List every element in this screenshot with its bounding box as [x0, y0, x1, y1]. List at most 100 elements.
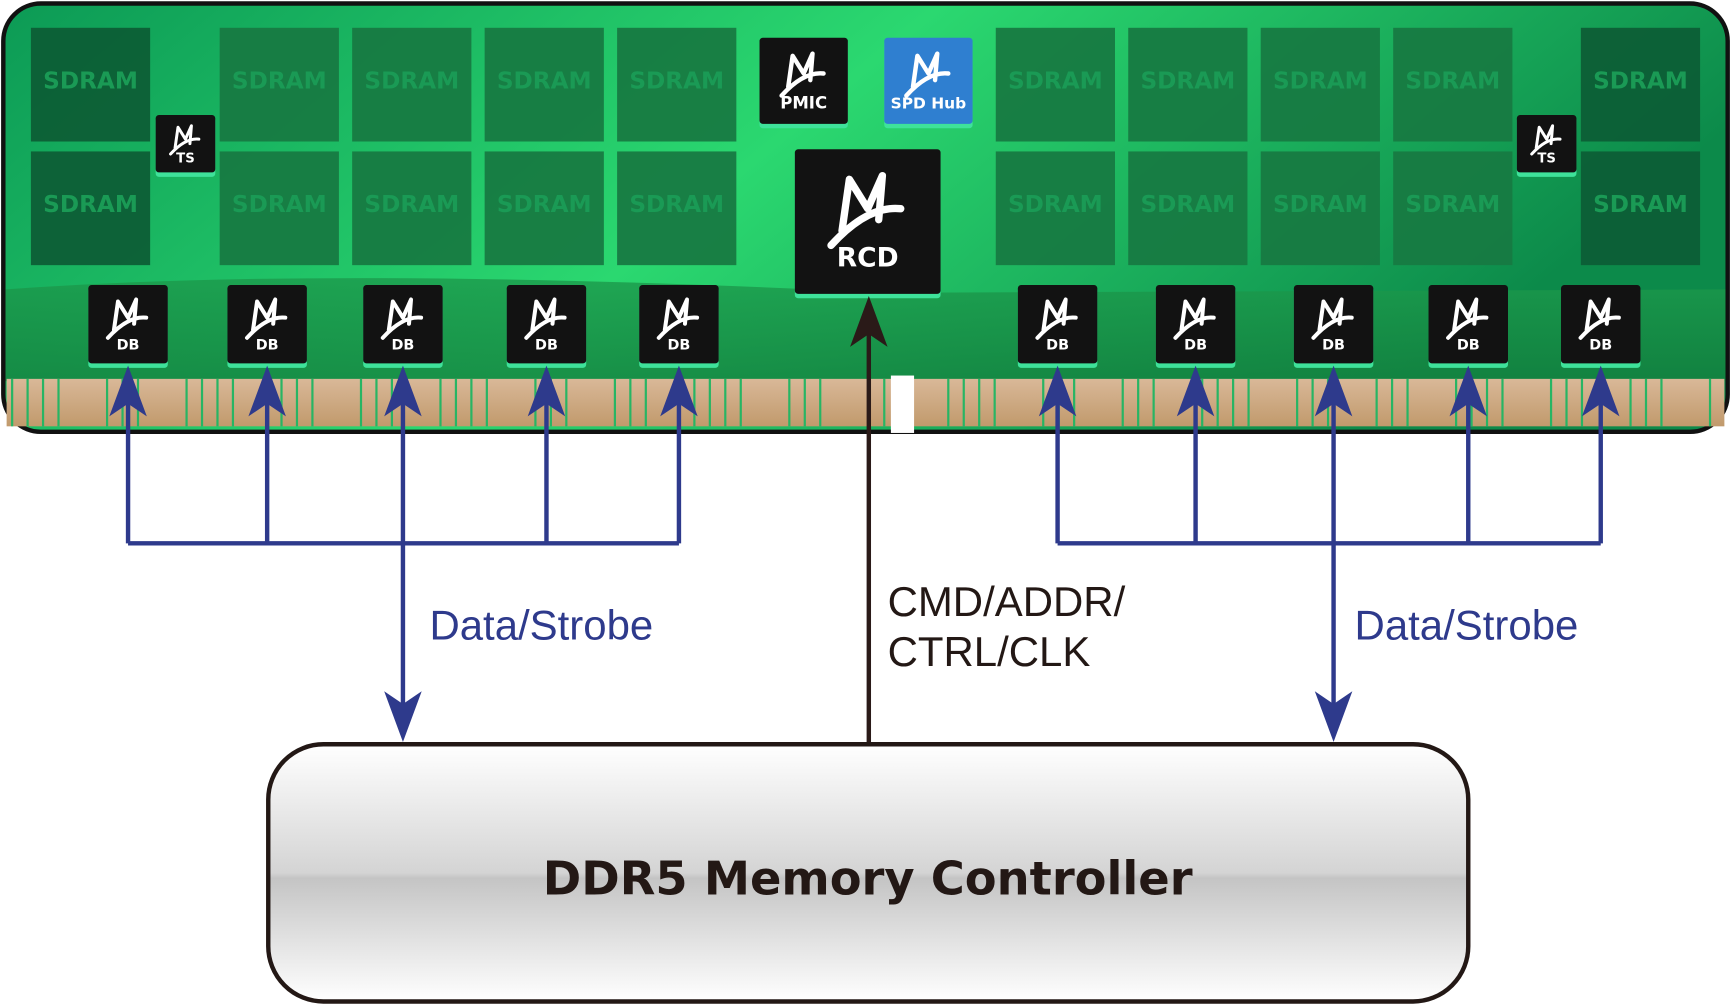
pmic-chip-label: PMIC — [780, 93, 827, 112]
finger-gap — [978, 378, 981, 427]
finger-gap — [993, 378, 996, 427]
finger-gap — [1549, 378, 1553, 427]
sdram-body — [1128, 27, 1248, 142]
sdram-chip: SDRAM — [1393, 27, 1513, 142]
data-strobe-label-right: Data/Strobe — [1355, 601, 1579, 648]
sdram-chip: SDRAM — [1393, 151, 1513, 266]
sdram-chips: SDRAMSDRAMSDRAMSDRAMSDRAMSDRAMSDRAMSDRAM… — [30, 27, 1701, 266]
chip-body — [155, 115, 216, 173]
arrow-up-icon — [660, 365, 698, 417]
finger-gap — [1121, 378, 1124, 427]
sdram-body — [352, 27, 472, 142]
sdram-body — [1393, 151, 1513, 266]
sdram-body — [484, 27, 604, 142]
finger-gap — [41, 378, 45, 427]
finger-gap — [1485, 378, 1489, 427]
db-chip: DB — [1428, 285, 1509, 368]
db-chip: DB — [639, 285, 719, 368]
montage-logo-icon — [244, 297, 288, 340]
finger-gap — [1073, 378, 1076, 427]
sdram-body — [1260, 151, 1380, 266]
montage-logo-icon — [904, 51, 951, 98]
ts-chip-left: TS — [155, 115, 216, 177]
sdram-chip: SDRAM — [352, 151, 472, 266]
sdram-label: SDRAM — [1008, 68, 1103, 95]
sdram-body — [995, 27, 1115, 142]
sdram-body — [30, 27, 151, 142]
ts-chip-right: TS — [1516, 115, 1577, 177]
chip-body — [363, 285, 443, 364]
sdram-chip: SDRAM — [1260, 151, 1380, 266]
montage-logo-icon — [656, 297, 700, 340]
montage-logo-icon — [779, 51, 826, 98]
data-strobe-label-left: Data/Strobe — [429, 601, 653, 648]
db-chip: DB — [1017, 285, 1098, 368]
chip-body — [506, 285, 587, 364]
chip-body — [639, 285, 719, 364]
sdram-chip: SDRAM — [219, 151, 339, 266]
sdram-chip: SDRAM — [30, 27, 151, 142]
ts-chip-left-label: TS — [176, 152, 195, 167]
arrow-up-icon — [850, 296, 888, 347]
sdram-label: SDRAM — [497, 191, 592, 218]
chip-body — [794, 149, 941, 294]
sdram-body — [995, 151, 1115, 266]
finger-gap — [1375, 378, 1378, 427]
finger-gap — [1708, 378, 1712, 427]
sdram-body — [219, 151, 339, 266]
finger-gap — [200, 378, 204, 427]
finger-strip — [6, 378, 1725, 427]
sdram-body — [1580, 27, 1701, 142]
finger-gap — [1660, 378, 1663, 427]
montage-logo-icon — [524, 297, 567, 340]
finger-gap — [1042, 378, 1045, 427]
montage-logo-icon — [1311, 297, 1354, 340]
db-chip: DB — [88, 285, 168, 368]
finger-gap — [693, 378, 696, 427]
finger-gap — [11, 378, 14, 427]
sdram-label: SDRAM — [1405, 68, 1500, 95]
sdram-label: SDRAM — [43, 68, 138, 95]
finger-gap — [1247, 378, 1250, 427]
ctrl-clk-label: CTRL/CLK — [888, 628, 1091, 675]
chip-body — [1017, 285, 1098, 364]
sdram-body — [617, 151, 737, 266]
sdram-chip: SDRAM — [1260, 27, 1380, 142]
db-chip: DB — [506, 285, 587, 368]
montage-logo-icon — [827, 171, 905, 250]
sdram-body — [1393, 27, 1513, 142]
sdram-chip: SDRAM — [484, 151, 604, 266]
db-chip-label: DB — [256, 337, 279, 353]
sdram-body — [1260, 27, 1380, 142]
sdram-label: SDRAM — [1008, 191, 1103, 218]
finger-gap — [485, 378, 488, 427]
finger-gap — [1232, 378, 1235, 427]
sdram-chip: SDRAM — [995, 151, 1115, 266]
finger-gap — [644, 378, 647, 427]
controller-label: DDR5 Memory Controller — [543, 851, 1193, 905]
cmd-addr-label: CMD/ADDR/ — [888, 578, 1126, 625]
db-chip: DB — [1293, 285, 1374, 368]
finger-gap — [57, 378, 60, 427]
sdram-label: SDRAM — [1405, 191, 1500, 218]
sdram-chip: SDRAM — [352, 27, 472, 142]
finger-gap — [708, 378, 711, 427]
arrow-up-icon — [1038, 365, 1077, 417]
finger-gap — [629, 378, 632, 427]
chip-body — [1155, 285, 1236, 364]
montage-logo-icon — [1035, 297, 1078, 340]
sdram-label: SDRAM — [232, 191, 327, 218]
sdram-body — [352, 151, 472, 266]
arrow-up-icon — [248, 365, 286, 417]
sdram-label: SDRAM — [1273, 191, 1368, 218]
sdram-chip: SDRAM — [995, 27, 1115, 142]
arrow-up-icon — [1581, 365, 1620, 417]
chip-body — [1516, 115, 1577, 173]
controller-box — [266, 742, 1471, 1004]
sdram-body — [1128, 151, 1248, 266]
gold-fingers — [6, 378, 1725, 427]
chip-body — [1560, 285, 1641, 364]
montage-logo-icon — [105, 297, 149, 340]
sdram-body — [30, 151, 151, 266]
